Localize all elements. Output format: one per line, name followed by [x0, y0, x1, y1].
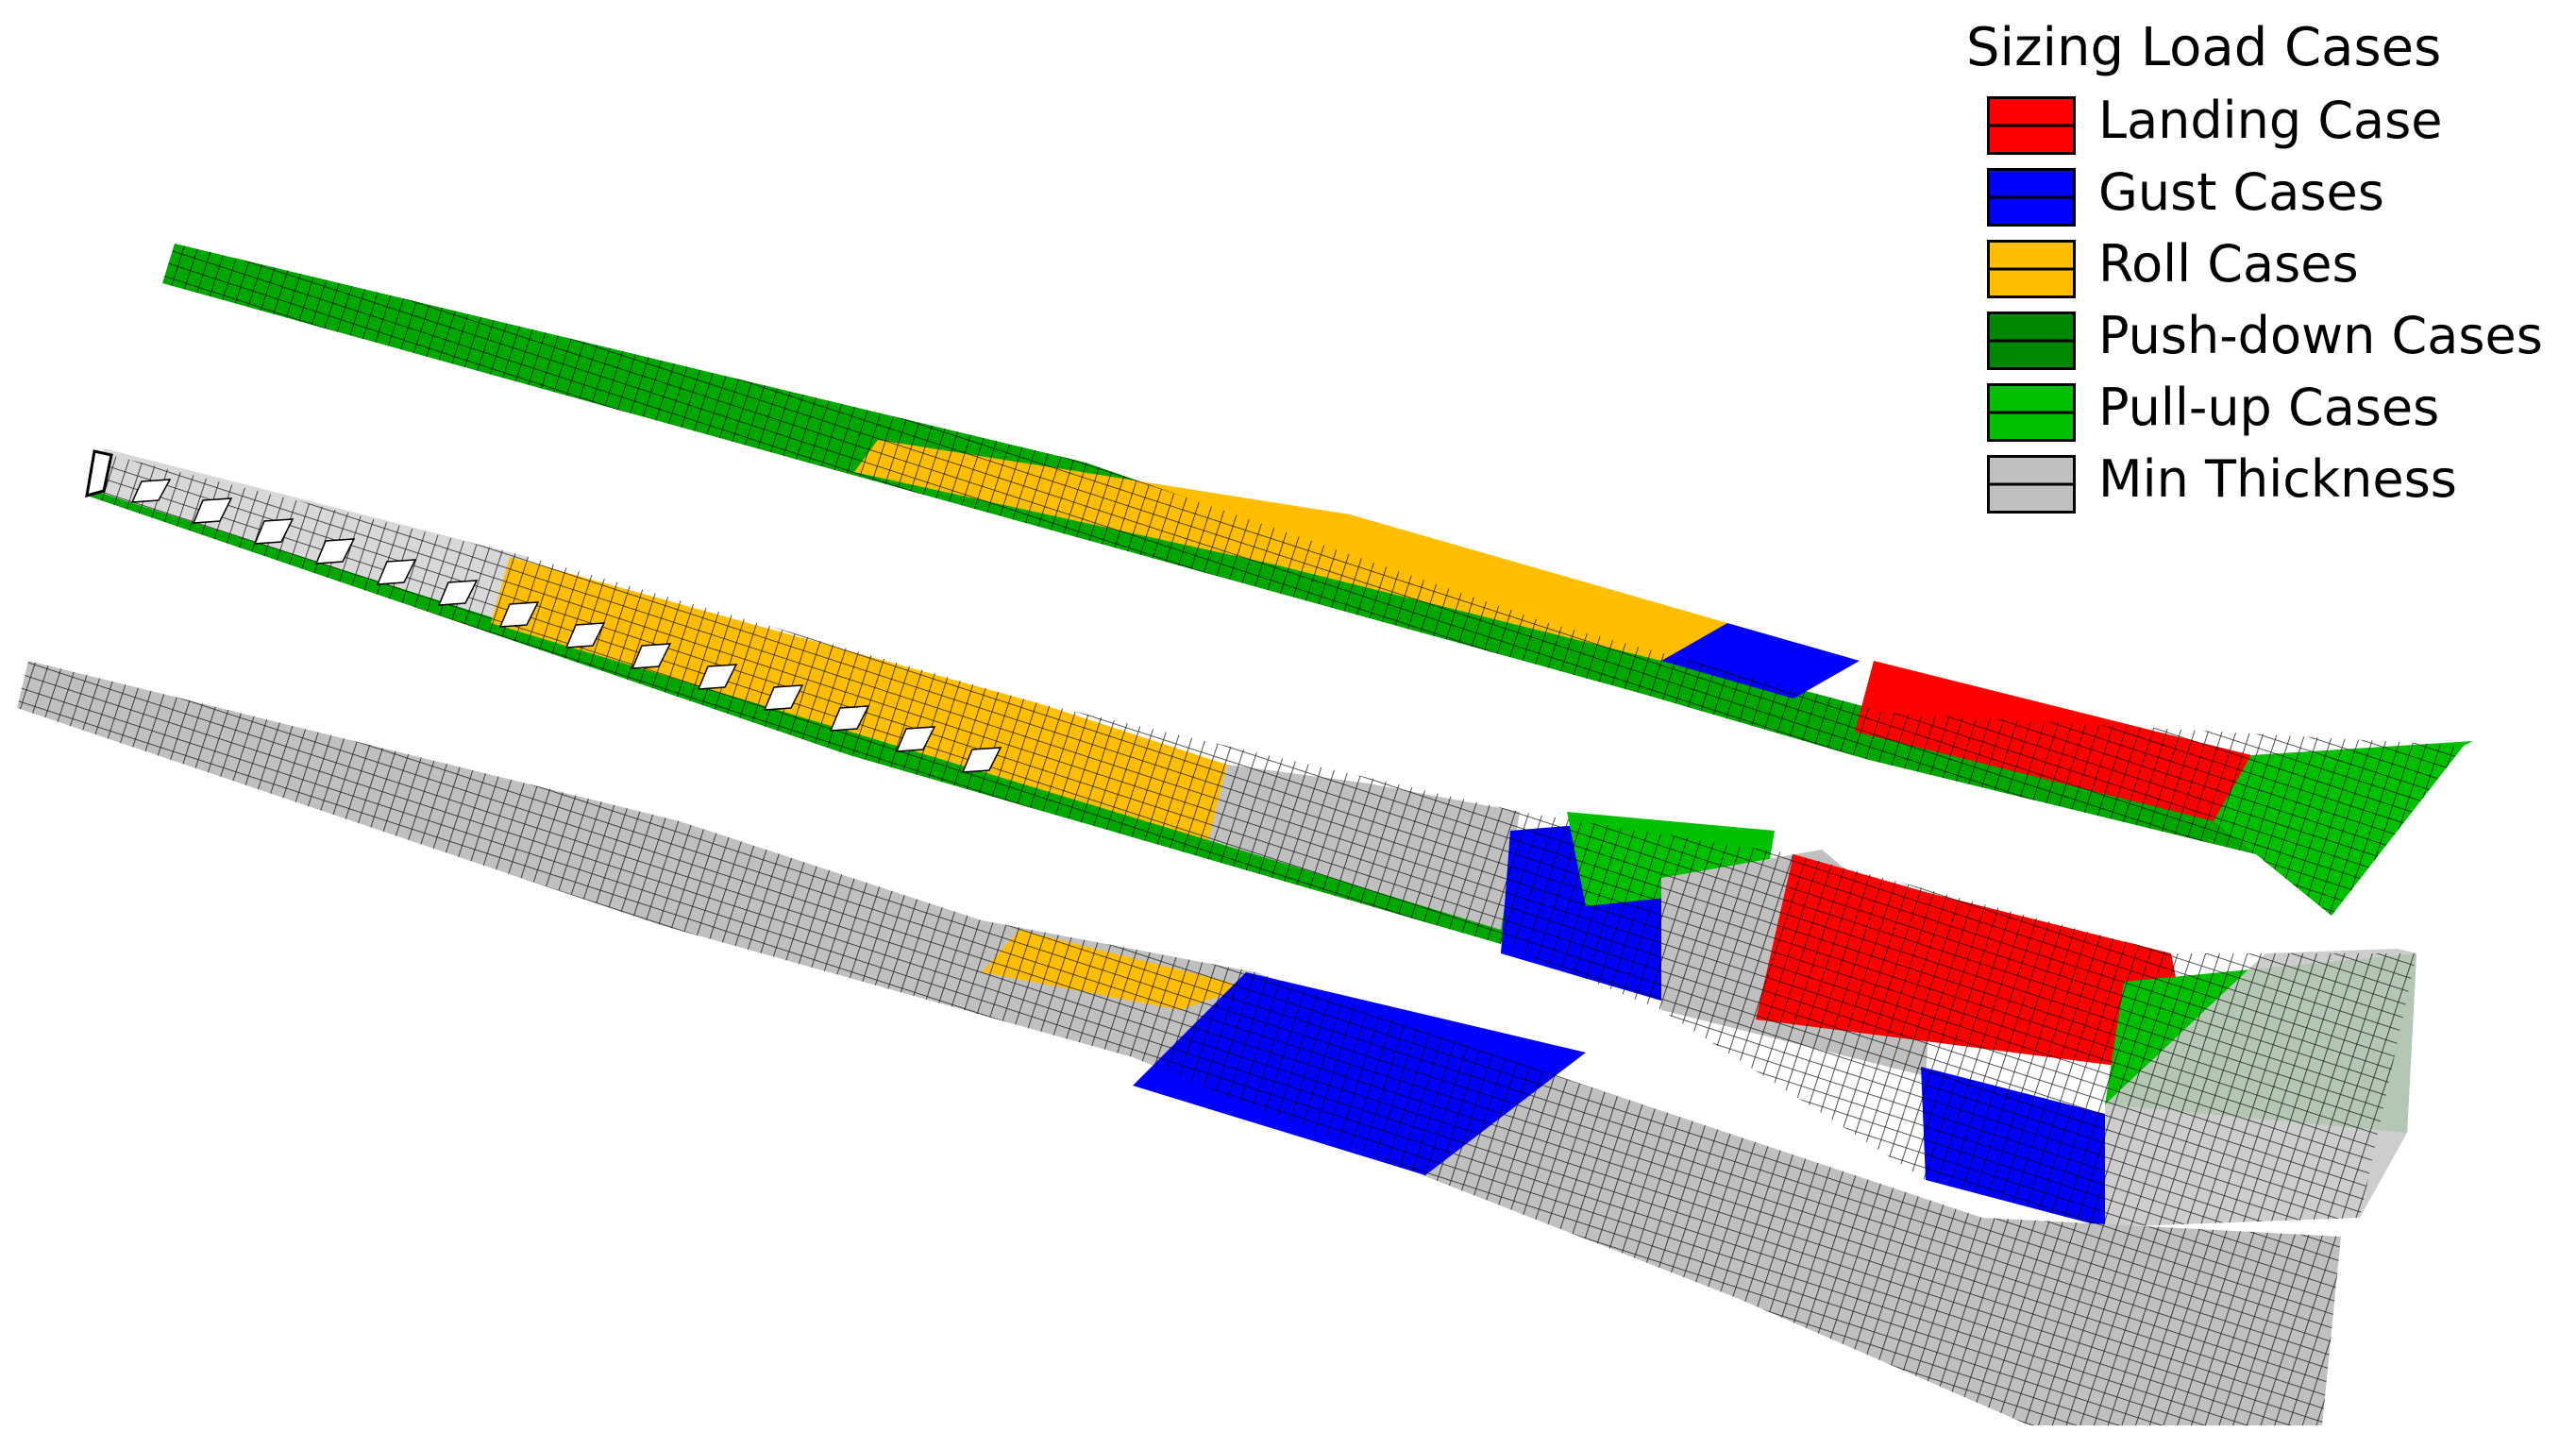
- legend-swatch: [1987, 383, 2076, 442]
- legend-item-min-thickness: Min Thickness: [1959, 449, 2563, 517]
- legend-item-gust: Gust Cases: [1959, 162, 2563, 230]
- legend-label: Gust Cases: [2098, 162, 2384, 222]
- legend-swatch: [1987, 168, 2076, 227]
- legend-item-landing: Landing Case: [1959, 91, 2563, 159]
- legend-item-pull-up: Pull-up Cases: [1959, 378, 2563, 446]
- legend-label: Landing Case: [2098, 91, 2443, 150]
- upper-skin-panel: [162, 244, 2473, 916]
- legend-swatch: [1987, 312, 2076, 370]
- legend-item-roll: Roll Cases: [1959, 234, 2563, 302]
- rib-slots: [130, 479, 1002, 773]
- legend-label: Roll Cases: [2098, 234, 2359, 294]
- upper-skin-gust-zone: [1661, 623, 1860, 699]
- legend-item-push-down: Push-down Cases: [1959, 306, 2563, 374]
- legend-swatch: [1987, 240, 2076, 298]
- legend-label: Min Thickness: [2098, 449, 2457, 509]
- legend: Sizing Load Cases Landing Case Gust Case…: [1959, 17, 2563, 514]
- legend-swatch: [1987, 455, 2076, 514]
- spars-ribs-panel: [85, 448, 2416, 1227]
- lower-skin-panel: [17, 661, 2341, 1425]
- legend-title: Sizing Load Cases: [1966, 17, 2442, 78]
- legend-label: Pull-up Cases: [2098, 378, 2440, 437]
- legend-swatch: [1987, 96, 2076, 155]
- legend-label: Push-down Cases: [2098, 306, 2543, 365]
